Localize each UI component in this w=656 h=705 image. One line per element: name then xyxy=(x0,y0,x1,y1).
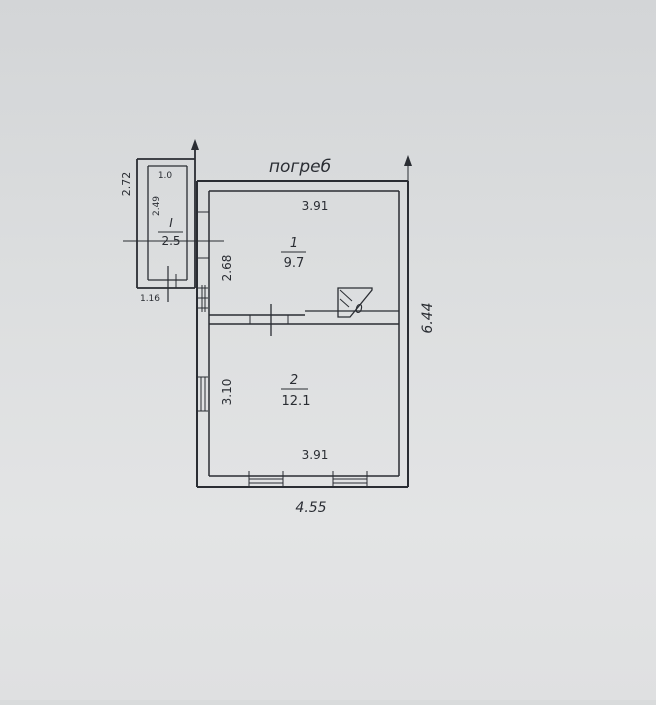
room1-height-dimension: 2.68 xyxy=(220,255,234,282)
room2-area: 12.1 xyxy=(282,394,311,409)
room2-width-dimension: 3.91 xyxy=(302,448,329,462)
overall-height-dimension: 6.44 xyxy=(420,302,436,333)
room2-height-dimension: 3.10 xyxy=(220,379,234,406)
dimension-lines xyxy=(191,139,412,487)
window-bottom-right xyxy=(332,471,368,487)
annex-number: I xyxy=(169,216,173,230)
room1-number: 1 xyxy=(290,236,298,251)
stove-label: 0 xyxy=(355,302,363,316)
outer-walls xyxy=(196,180,409,488)
window-left-annex-side xyxy=(197,211,209,259)
annex-width: 1.16 xyxy=(140,294,160,304)
overall-width-dimension: 4.55 xyxy=(295,500,326,516)
annex-inner-width: 1.0 xyxy=(158,171,173,181)
cellar-label: погреб xyxy=(269,157,331,177)
stove xyxy=(337,287,373,318)
annex-outer-height: 2.72 xyxy=(120,172,133,197)
room2-number: 2 xyxy=(290,373,298,388)
window-bottom-left xyxy=(248,471,284,487)
interior-partition xyxy=(209,304,399,336)
window-left-lower xyxy=(198,376,208,412)
room1-width-dimension: 3.91 xyxy=(302,199,329,213)
window-left-upper xyxy=(198,285,208,312)
annex-inner-height: 2.49 xyxy=(152,196,162,216)
room1-area: 9.7 xyxy=(284,256,305,271)
annex-area: 2.5 xyxy=(161,234,180,248)
